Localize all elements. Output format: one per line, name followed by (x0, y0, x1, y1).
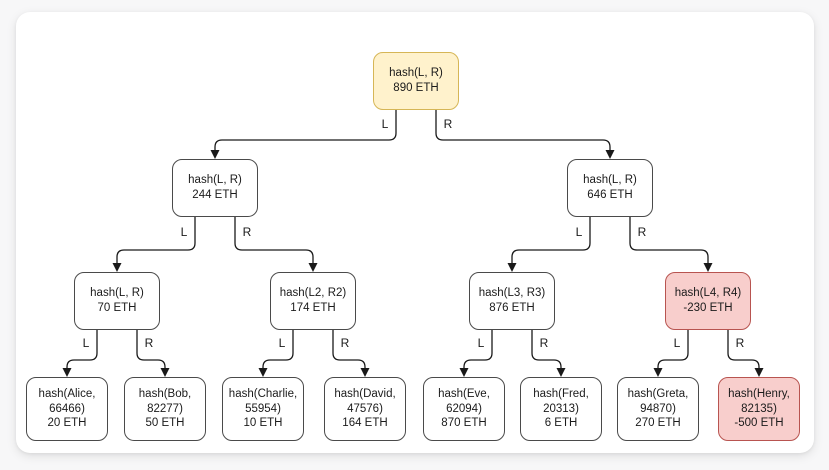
edge-neg230-left (657, 330, 689, 368)
tree-node-neg230[interactable]: hash(L4, R4) -230 ETH (665, 272, 751, 330)
edge-root-right (435, 110, 611, 150)
node-hash-label: hash(Bob, (138, 387, 192, 400)
arrowhead-icon (459, 368, 469, 377)
edge-label-right: R (733, 336, 747, 350)
node-hash-label: hash(Charlie, (228, 387, 298, 400)
tree-leaf-charlie[interactable]: hash(Charlie, 55954) 10 ETH (222, 377, 304, 441)
edge-876-right (531, 330, 562, 368)
tree-node-876[interactable]: hash(L3, R3) 876 ETH (469, 272, 555, 330)
tree-leaf-alice[interactable]: hash(Alice, 66466) 20 ETH (26, 377, 108, 441)
node-hash-label: hash(David, (334, 387, 396, 400)
node-hash-label: hash(Fred, (533, 387, 589, 400)
node-hash-label: 82135) (741, 402, 777, 415)
edge-label-left: L (573, 225, 585, 239)
tree-leaf-fred[interactable]: hash(Fred, 20313) 6 ETH (520, 377, 602, 441)
node-value-label: 10 ETH (243, 417, 283, 430)
tree-leaf-greta[interactable]: hash(Greta, 94870) 270 ETH (617, 377, 699, 441)
node-hash-label: hash(L2, R2) (279, 287, 347, 300)
node-hash-label: hash(Greta, (627, 387, 689, 400)
node-value-label: 870 ETH (441, 417, 487, 430)
edge-label-left: L (379, 117, 391, 131)
tree-leaf-david[interactable]: hash(David, 47576) 164 ETH (324, 377, 406, 441)
node-value-label: 70 ETH (97, 302, 137, 314)
edge-label-left: L (276, 336, 288, 350)
merkle-sum-tree-canvas: L R L R L R L R L R L R L R hash(L, R) 8… (16, 12, 814, 453)
edge-70-left (66, 330, 98, 368)
edge-label-left: L (80, 336, 92, 350)
node-hash-label: 94870) (640, 402, 676, 415)
tree-node-70[interactable]: hash(L, R) 70 ETH (74, 272, 160, 330)
edge-876-left (463, 330, 493, 368)
node-hash-label: 66466) (49, 402, 85, 415)
arrowhead-icon (507, 263, 517, 272)
node-hash-label: 20313) (543, 402, 579, 415)
node-hash-label: hash(L, R) (90, 287, 144, 300)
edge-70-right (136, 330, 166, 368)
edge-244-left (116, 217, 196, 263)
arrowhead-icon (258, 368, 268, 377)
arrowhead-icon (112, 263, 122, 272)
edge-label-right: R (338, 336, 352, 350)
tree-leaf-eve[interactable]: hash(Eve, 62094) 870 ETH (423, 377, 505, 441)
node-hash-label: hash(L4, R4) (674, 287, 742, 300)
arrowhead-icon (703, 263, 713, 272)
node-value-label: 876 ETH (489, 302, 535, 314)
edge-label-right: R (537, 336, 551, 350)
node-hash-label: hash(L, R) (583, 174, 637, 187)
edge-label-right: R (441, 117, 455, 131)
arrowhead-icon (308, 263, 318, 272)
edge-244-right (234, 217, 314, 263)
edge-646-right (629, 217, 709, 263)
node-hash-label: 47576) (347, 402, 383, 415)
edge-neg230-right (727, 330, 760, 368)
node-hash-label: hash(Henry, (728, 387, 790, 400)
edge-label-right: R (240, 225, 254, 239)
edge-646-left (511, 217, 591, 263)
edge-label-left: L (671, 336, 683, 350)
edge-174-left (262, 330, 294, 368)
node-hash-label: 82277) (147, 402, 183, 415)
tree-node-244[interactable]: hash(L, R) 244 ETH (172, 159, 258, 217)
node-value-label: 244 ETH (192, 189, 238, 201)
node-hash-label: hash(L, R) (188, 174, 242, 187)
tree-node-root[interactable]: hash(L, R) 890 ETH (373, 52, 459, 110)
node-value-label: -500 ETH (734, 417, 784, 430)
edge-label-left: L (475, 336, 487, 350)
node-value-label: 164 ETH (342, 417, 388, 430)
edge-label-right: R (142, 336, 156, 350)
node-value-label: 20 ETH (47, 417, 87, 430)
node-hash-label: hash(Alice, (38, 387, 96, 400)
node-value-label: 270 ETH (635, 417, 681, 430)
arrowhead-icon (210, 150, 220, 159)
node-hash-label: hash(L3, R3) (478, 287, 546, 300)
arrowhead-icon (653, 368, 663, 377)
edge-label-left: L (178, 225, 190, 239)
diagram-card: L R L R L R L R L R L R L R hash(L, R) 8… (16, 12, 814, 453)
node-value-label: -230 ETH (683, 302, 733, 314)
node-hash-label: hash(L, R) (389, 67, 443, 80)
node-hash-label: 62094) (446, 402, 482, 415)
tree-node-646[interactable]: hash(L, R) 646 ETH (567, 159, 653, 217)
tree-leaf-bob[interactable]: hash(Bob, 82277) 50 ETH (124, 377, 206, 441)
node-value-label: 6 ETH (544, 417, 578, 430)
tree-node-174[interactable]: hash(L2, R2) 174 ETH (270, 272, 356, 330)
node-value-label: 646 ETH (587, 189, 633, 201)
arrowhead-icon (62, 368, 72, 377)
arrowhead-icon (556, 368, 566, 377)
arrowhead-icon (754, 368, 764, 377)
node-hash-label: 55954) (245, 402, 281, 415)
node-value-label: 174 ETH (290, 302, 336, 314)
node-hash-label: hash(Eve, (438, 387, 490, 400)
arrowhead-icon (160, 368, 170, 377)
node-value-label: 50 ETH (145, 417, 185, 430)
arrowhead-icon (605, 150, 615, 159)
arrowhead-icon (360, 368, 370, 377)
edge-label-right: R (635, 225, 649, 239)
node-value-label: 890 ETH (393, 82, 439, 94)
edge-174-right (332, 330, 366, 368)
tree-leaf-henry[interactable]: hash(Henry, 82135) -500 ETH (718, 377, 800, 441)
edge-root-left (214, 110, 397, 150)
